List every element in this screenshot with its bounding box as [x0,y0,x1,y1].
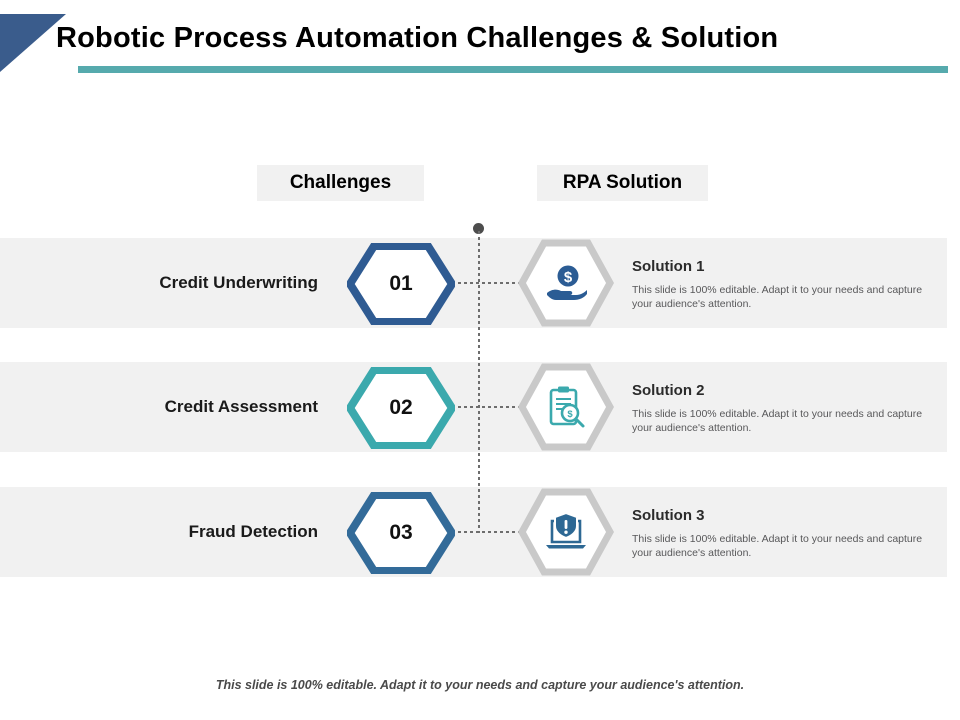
connector-horizontal-line [452,531,526,533]
hexagon-shape [347,243,455,325]
solution-body: This slide is 100% editable. Adapt it to… [632,408,923,435]
column-header-rpa-solution: RPA Solution [537,165,708,201]
hexagon-shape [347,367,455,449]
solution-title: Solution 1 [632,258,705,275]
connector-origin-dot [473,223,484,234]
number-label: 02 [389,396,413,419]
challenge-label: Credit Underwriting [159,273,318,292]
footer-note: This slide is 100% editable. Adapt it to… [215,678,745,692]
solution-icon-hexagon-1[interactable]: $ [518,239,614,327]
solution-body: This slide is 100% editable. Adapt it to… [632,284,923,311]
solution-title: Solution 3 [632,507,705,524]
header-accent-rule [78,66,948,73]
number-label: 03 [389,521,413,544]
challenge-label: Fraud Detection [188,522,318,541]
svg-text:$: $ [564,269,573,286]
clipboard-magnifier-dollar-icon: $ [518,363,614,451]
connector-horizontal-line [452,282,526,284]
solution-icon-hexagon-3[interactable] [518,488,614,576]
number-hexagon-01[interactable]: 01 [347,243,455,325]
solution-title: Solution 2 [632,382,705,399]
solution-body: This slide is 100% editable. Adapt it to… [632,533,923,560]
laptop-shield-alert-icon [518,488,614,576]
connector-vertical-line [478,231,480,533]
number-hexagon-03[interactable]: 03 [347,492,455,574]
header-corner-triangle [0,14,66,72]
page-title: Robotic Process Automation Challenges & … [56,22,779,54]
hand-holding-dollar-coin-icon: $ [518,239,614,327]
challenge-label: Credit Assessment [164,397,318,416]
connector-horizontal-line [452,406,526,408]
solution-icon-hexagon-2[interactable]: $ [518,363,614,451]
svg-text:$: $ [567,409,573,420]
number-hexagon-02[interactable]: 02 [347,367,455,449]
number-label: 01 [389,272,413,295]
hexagon-shape [347,492,455,574]
column-header-challenges: Challenges [257,165,424,201]
